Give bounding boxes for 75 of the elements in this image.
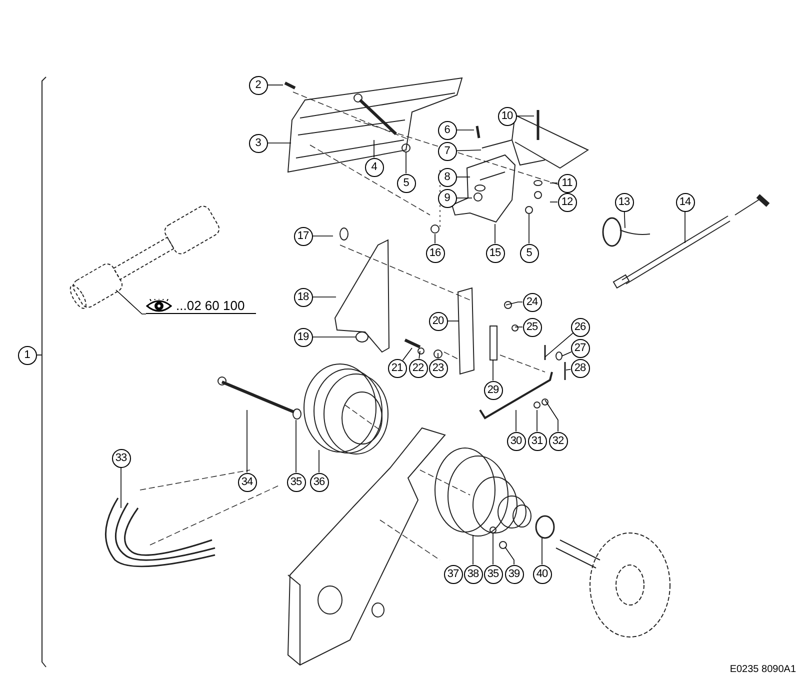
leader-line bbox=[267, 84, 284, 86]
callout-number: 17 bbox=[294, 226, 312, 246]
reference-number: ...02 60 100 bbox=[176, 298, 245, 313]
callout-number: 26 bbox=[570, 318, 590, 336]
leader-line bbox=[312, 336, 356, 338]
callout-number: 27 bbox=[570, 338, 590, 358]
callout-number: 22 bbox=[408, 358, 428, 378]
callout-number: 33 bbox=[112, 448, 130, 468]
leader-line bbox=[514, 326, 523, 328]
callout-number: 30 bbox=[506, 432, 526, 450]
callout-number: 35 bbox=[286, 472, 306, 492]
leader-line bbox=[418, 350, 420, 359]
callout-number: 34 bbox=[238, 472, 256, 492]
leader-line bbox=[544, 400, 558, 432]
leader-line bbox=[544, 332, 574, 358]
leader-line bbox=[492, 532, 494, 565]
leader-line bbox=[506, 302, 523, 306]
leader-line bbox=[494, 224, 496, 244]
leader-line bbox=[312, 296, 336, 298]
drawing-number: E0235 8090A1 bbox=[730, 663, 796, 677]
callout-number: 1 bbox=[18, 346, 36, 364]
callout-number: 16 bbox=[426, 244, 444, 262]
callout-number: 12 bbox=[558, 192, 576, 212]
callout-number: 7 bbox=[438, 142, 456, 160]
leader-line bbox=[456, 176, 470, 178]
leader-line bbox=[267, 142, 292, 144]
callout-number: 6 bbox=[438, 120, 456, 140]
callout-number: 38 bbox=[464, 564, 482, 584]
callout-number: 39 bbox=[504, 564, 524, 584]
leader-line bbox=[562, 351, 572, 356]
leader-line bbox=[116, 290, 146, 314]
leader-line bbox=[550, 182, 558, 184]
callout-number: 32 bbox=[548, 432, 568, 450]
callout-number: 19 bbox=[294, 328, 312, 346]
callout-number: 5 bbox=[396, 174, 416, 192]
callout-number: 35 bbox=[484, 564, 502, 584]
callout-number: 13 bbox=[614, 192, 634, 212]
callout-number: 15 bbox=[486, 244, 504, 262]
leader-line bbox=[456, 150, 482, 152]
reference-note bbox=[146, 296, 256, 314]
callout-number: 36 bbox=[310, 472, 328, 492]
leader-line bbox=[566, 368, 571, 370]
callout-number: 40 bbox=[532, 564, 552, 584]
callout-number: 24 bbox=[522, 292, 542, 312]
leader-line bbox=[402, 348, 412, 361]
callout-number: 2 bbox=[248, 76, 268, 94]
callout-number: 10 bbox=[498, 106, 516, 126]
callout-number: 28 bbox=[570, 358, 590, 378]
leader-line bbox=[504, 546, 514, 565]
callout-number: 29 bbox=[484, 380, 502, 400]
callout-number: 4 bbox=[364, 158, 384, 176]
leader-line bbox=[536, 410, 538, 432]
leader-line bbox=[528, 214, 530, 244]
callout-number: 25 bbox=[522, 318, 542, 336]
callout-number: 3 bbox=[248, 134, 268, 152]
callout-number: 9 bbox=[438, 188, 456, 208]
callout-number: 20 bbox=[428, 312, 448, 330]
leader-line bbox=[624, 211, 626, 228]
callout-number: 31 bbox=[528, 432, 546, 450]
callout-number: 14 bbox=[676, 192, 694, 212]
leader-line bbox=[447, 320, 460, 322]
callout-number: 18 bbox=[294, 288, 312, 306]
callout-number: 8 bbox=[438, 168, 456, 186]
leader-line bbox=[246, 410, 248, 473]
callout-number: 21 bbox=[388, 358, 406, 378]
callout-number: 11 bbox=[558, 174, 576, 192]
callout-number: 23 bbox=[428, 358, 448, 378]
callout-number: 37 bbox=[444, 564, 462, 584]
leader-line bbox=[684, 211, 686, 244]
leader-line bbox=[120, 467, 122, 508]
callout-number: 5 bbox=[520, 244, 538, 262]
leader-line bbox=[434, 234, 436, 244]
leader-line bbox=[472, 534, 474, 565]
leader-line bbox=[492, 360, 494, 381]
leader-line bbox=[318, 450, 320, 473]
